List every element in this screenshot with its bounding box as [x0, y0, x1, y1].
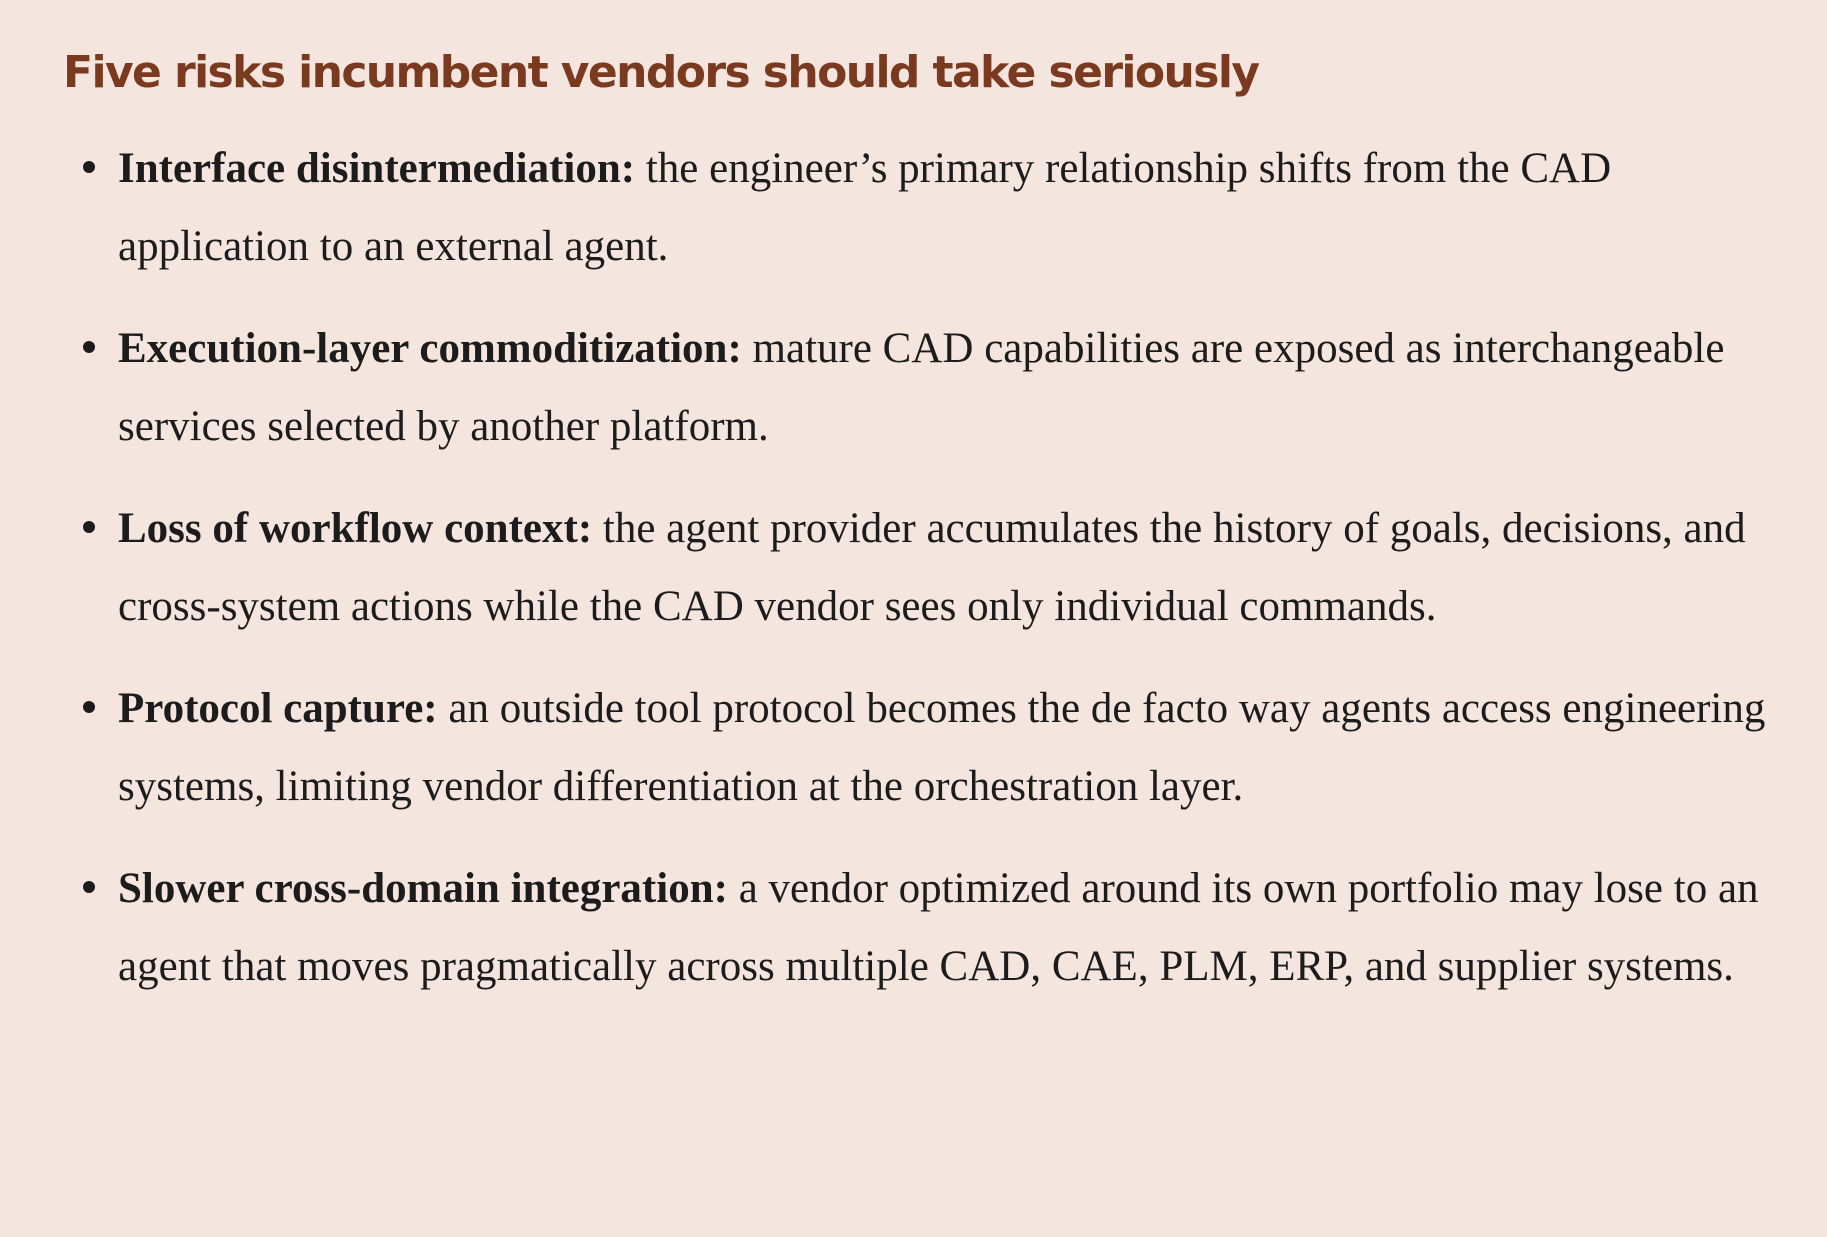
risk-term: Slower cross-domain integration:	[118, 865, 728, 912]
risk-term: Execution-layer commoditization:	[118, 325, 742, 372]
risk-description: an outside tool protocol becomes the de …	[118, 685, 1766, 810]
risk-description: the engineer’s primary relationship shif…	[118, 145, 1612, 270]
risk-description: the agent provider accumulates the histo…	[118, 505, 1746, 630]
risk-item-execution-layer-commoditization: Execution-layer commoditization: mature …	[63, 310, 1803, 465]
section-heading: Five risks incumbent vendors should take…	[63, 47, 1260, 98]
risk-term: Protocol capture:	[118, 685, 438, 732]
risk-description: a vendor optimized around its own portfo…	[118, 865, 1759, 990]
risk-item-protocol-capture: Protocol capture: an outside tool protoc…	[63, 670, 1803, 825]
bullet-icon	[83, 161, 95, 173]
risk-item-slower-cross-domain-integration: Slower cross-domain integration: a vendo…	[63, 850, 1803, 1005]
risk-term: Interface disintermediation:	[118, 145, 636, 192]
bullet-icon	[83, 521, 95, 533]
risk-item-loss-of-workflow-context: Loss of workflow context: the agent prov…	[63, 490, 1803, 645]
risk-list: Interface disintermediation: the enginee…	[63, 130, 1803, 1005]
bullet-icon	[83, 341, 95, 353]
risk-item-interface-disintermediation: Interface disintermediation: the enginee…	[63, 130, 1803, 285]
bullet-icon	[83, 701, 95, 713]
risk-term: Loss of workflow context:	[118, 505, 593, 552]
risk-description: mature CAD capabilities are exposed as i…	[118, 325, 1725, 450]
article-section: Five risks incumbent vendors should take…	[63, 38, 1803, 1030]
bullet-icon	[83, 881, 95, 893]
